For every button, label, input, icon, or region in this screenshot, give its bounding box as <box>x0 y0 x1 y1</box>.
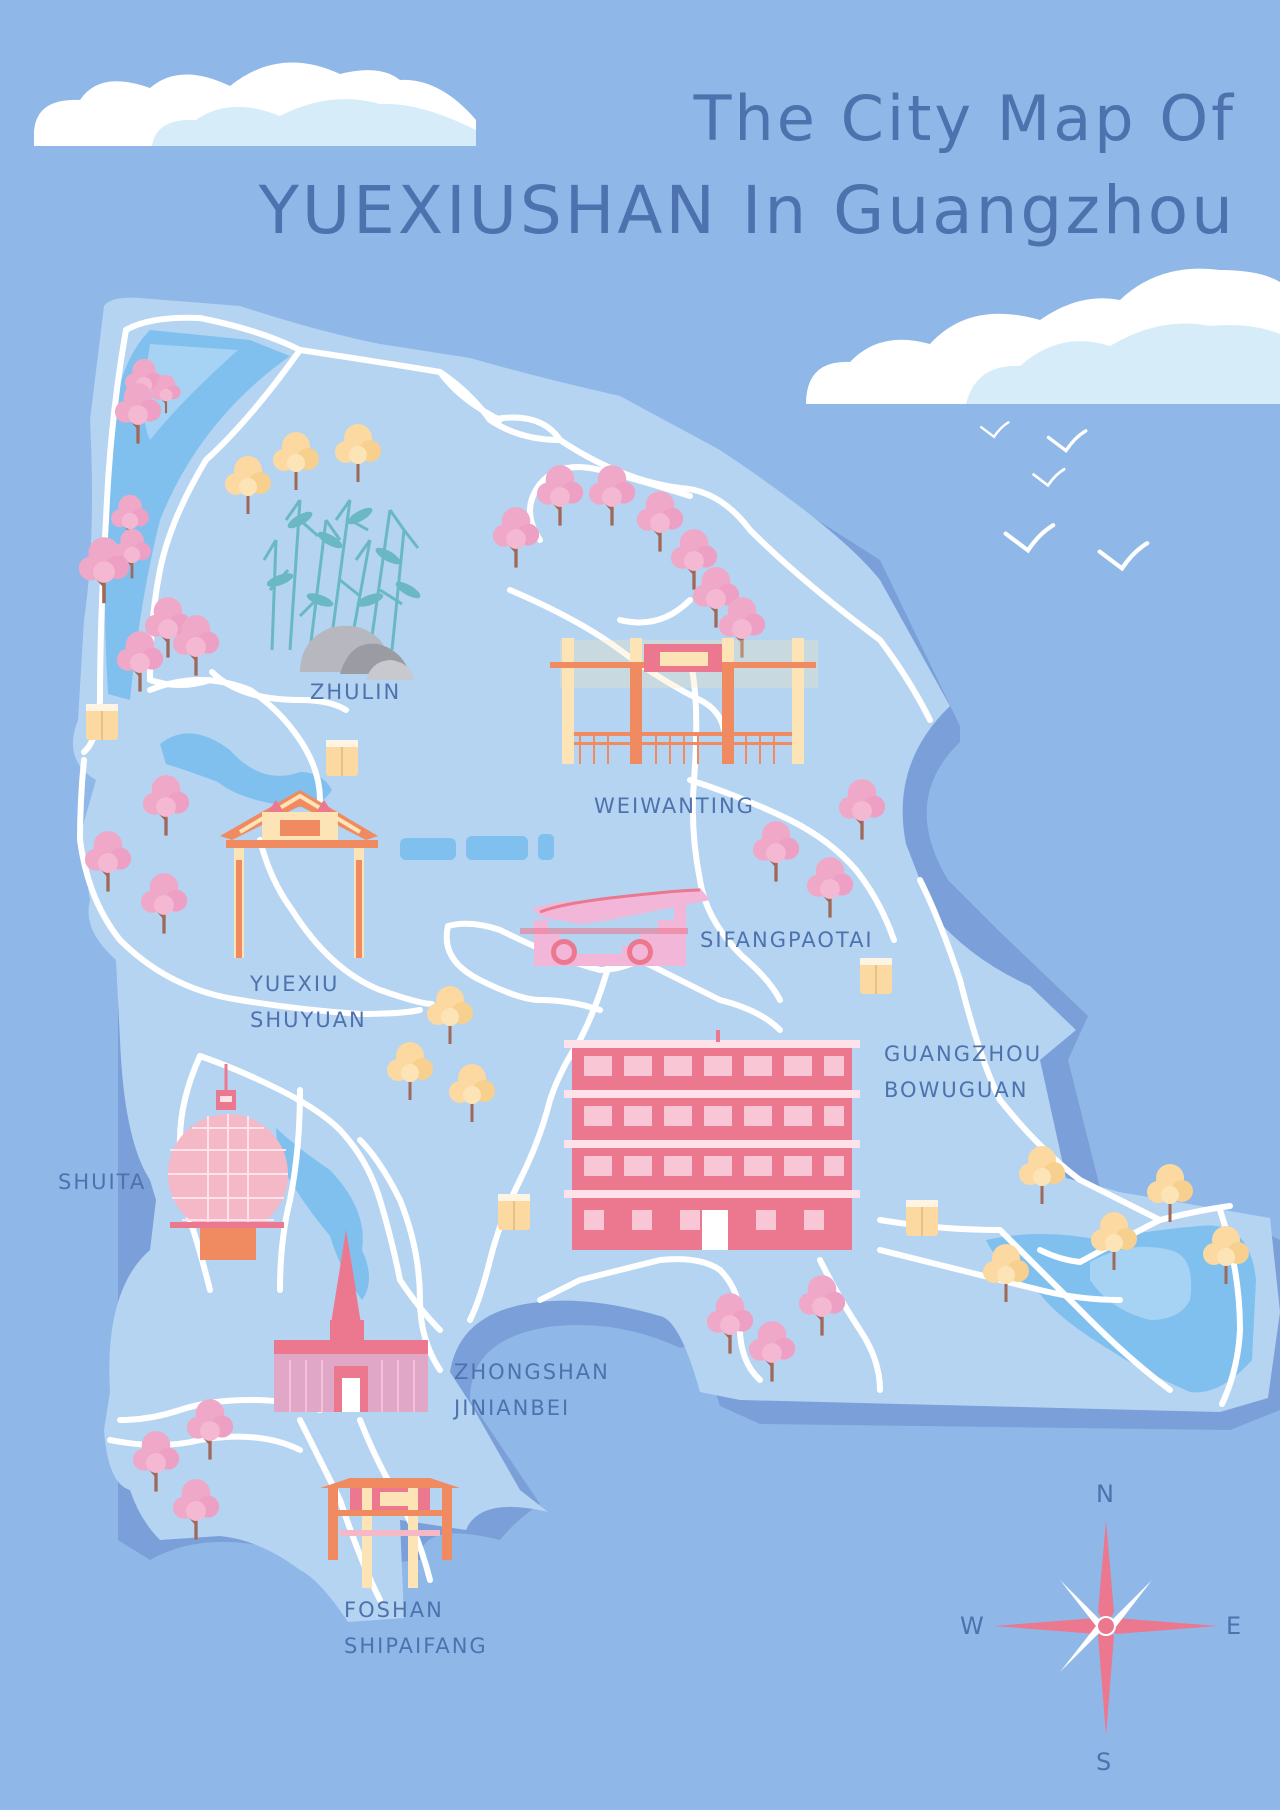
label-yuexiu-shuyuan-line-2[interactable]: SHUYUAN <box>250 1008 367 1032</box>
lake-northwest-light <box>143 344 238 440</box>
weiwanting-pavilion-icon <box>550 638 818 764</box>
shuita-water-tower-icon <box>168 1064 288 1260</box>
label-weiwanting[interactable]: WEIWANTING <box>594 794 755 818</box>
label-zhongshan-jinianbei-line-1[interactable]: ZHONGSHAN <box>454 1360 610 1384</box>
pond-center-2 <box>466 836 528 860</box>
label-sifangpaotai[interactable]: SIFANGPAOTAI <box>700 928 874 952</box>
label-zhongshan-jinianbei-line-2[interactable]: JINIANBEI <box>454 1396 571 1420</box>
cloud-icon <box>34 62 476 146</box>
label-foshan-shipaifang-line-2[interactable]: SHIPAIFANG <box>344 1634 488 1658</box>
river-west <box>160 733 332 808</box>
yuexiu-shuyuan-gate-icon <box>220 790 378 958</box>
bird-icon <box>980 421 1147 568</box>
map-title-line-2: YUEXIUSHAN In Guangzhou <box>258 172 1236 249</box>
bamboo-icon <box>262 499 420 651</box>
label-shuita[interactable]: SHUITA <box>58 1170 147 1194</box>
zhongshan-jinianbei-monument-icon <box>274 1230 428 1412</box>
compass-rose-icon <box>994 1520 1218 1736</box>
rock-icon <box>300 625 414 680</box>
cloud-icon <box>806 268 1280 404</box>
bamboo-leaves <box>266 507 421 607</box>
compass-north-label: N <box>1096 1480 1114 1508</box>
pond-center-3 <box>538 834 554 860</box>
label-yuexiu-shuyuan-line-1[interactable]: YUEXIU <box>250 972 340 996</box>
label-guangzhou-bowuguan-line-1[interactable]: GUANGZHOU <box>884 1042 1043 1066</box>
compass-south-label: S <box>1096 1748 1112 1776</box>
pond-center-1 <box>400 838 456 860</box>
map-title-line-1: The City Map Of <box>693 82 1236 155</box>
foshan-shipaifang-gate-icon <box>320 1478 460 1588</box>
compass-west-label: W <box>960 1612 984 1640</box>
label-guangzhou-bowuguan-line-2[interactable]: BOWUGUAN <box>884 1078 1029 1102</box>
label-foshan-shipaifang-line-1[interactable]: FOSHAN <box>344 1598 444 1622</box>
label-zhulin[interactable]: ZHULIN <box>310 680 402 704</box>
sifangpaotai-cannon-icon <box>520 888 710 966</box>
compass-east-label: E <box>1226 1612 1242 1640</box>
guangzhou-bowuguan-tower-icon <box>564 1030 860 1250</box>
